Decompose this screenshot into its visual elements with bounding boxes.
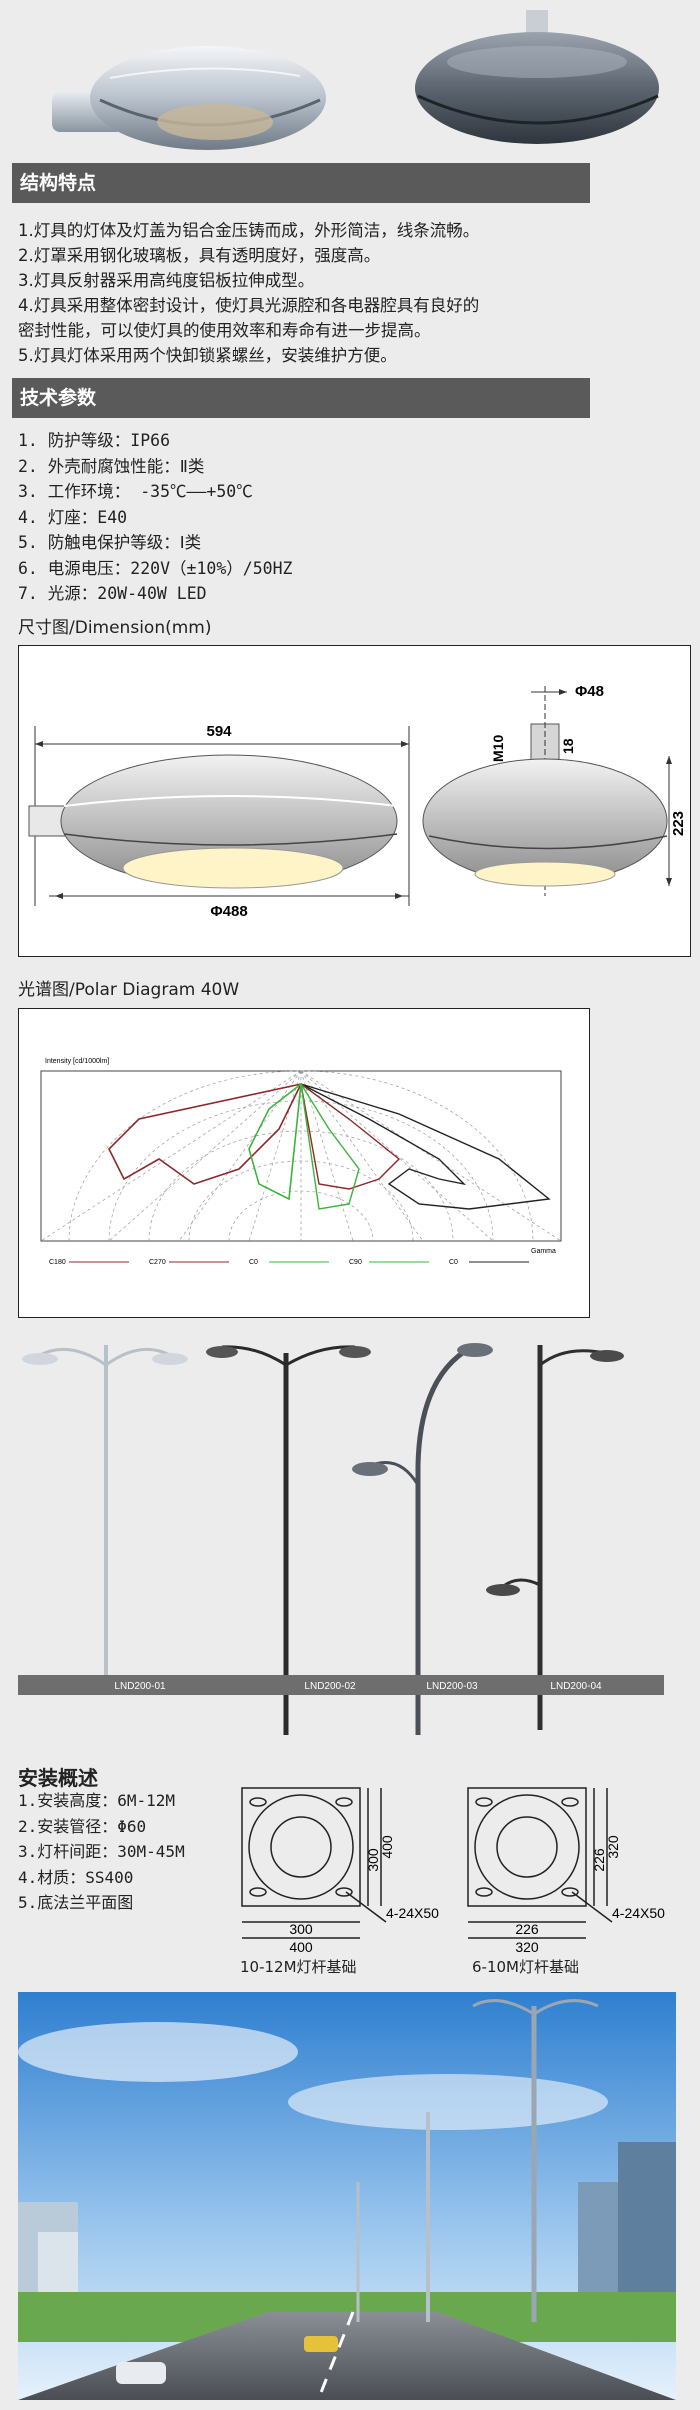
pole-model-01: LND200-01 [114,1681,166,1692]
base2-w-inner: 226 [515,1921,539,1937]
base2-h-inner: 226 [591,1848,607,1872]
features-title: 结构特点 [20,172,97,194]
features-item: 5.灯具灯体采用两个快卸锁紧螺丝，安装维护方便。 [18,346,397,365]
base1-label: 10-12M灯杆基础 [240,1958,357,1976]
base2-bolt: 4-24X50 [612,1905,665,1921]
base1-w-inner: 300 [289,1921,313,1937]
base-plan-6-10m: 226 320 226 320 4-24X50 [467,1787,665,1954]
section-header-features: 结构特点 [12,163,590,203]
dim-label-223: 223 [670,811,687,836]
features-item: 3.灯具反射器采用高纯度铝板拉伸成型。 [18,271,315,290]
install-title: 安装概述 [18,1766,98,1790]
install-item: 4.材质：SS400 [18,1867,134,1887]
base1-h-outer: 400 [379,1835,395,1859]
dim-label-18: 18 [560,738,576,754]
polar-legend-c90: C90 [349,1259,362,1266]
base2-label: 6-10M灯杆基础 [472,1958,579,1976]
features-item: 4.灯具采用整体密封设计，使灯具光源腔和各电器腔具有良好的 [18,296,480,315]
install-item: 2.安装管径：Φ60 [18,1816,147,1836]
install-item: 1.安装高度：6M-12M [18,1791,176,1810]
street-lamp-photo [52,10,659,150]
install-item: 3.灯杆间距：30M-45M [18,1842,185,1861]
base-plan-10-12m: 300 400 300 400 4-24X50 [241,1787,439,1954]
dim-label-594: 594 [206,723,232,740]
polar-legend-c0-2: C0 [449,1259,458,1266]
params-item: 3. 工作环境： -35℃——+50℃ [18,482,253,501]
polar-intensity-label: Intensity [cd/1000lm] [45,1058,109,1065]
pole-model-02: LND200-02 [304,1681,356,1692]
polar-svg: Intensity [cd/1000lm] C180 C270 [40,1058,562,1266]
params-item: 1. 防护等级：IP66 [18,431,171,450]
product-photos [0,0,700,160]
dimension-caption: 尺寸图/Dimension(mm) [18,618,212,638]
params-item: 2. 外壳耐腐蚀性能：Ⅱ类 [18,456,205,476]
polar-legend-c270: C270 [149,1259,166,1266]
dimension-svg: 594 Φ488 Φ48 M10 18 223 [28,683,687,920]
poles-svg: LND200-01 LND200-02 LND200-03 LND200-04 [18,1343,664,1735]
dim-label-m10: M10 [490,735,506,762]
poles-illustration: LND200-01 LND200-02 LND200-03 LND200-04 [0,1335,700,1745]
polar-caption: 光谱图/Polar Diagram 40W [18,980,240,1000]
install-item: 5.底法兰平面图 [18,1893,134,1912]
base1-w-outer: 400 [289,1939,313,1954]
base1-h-inner: 300 [365,1848,381,1872]
features-item: 密封性能，可以使灯具的使用效率和寿命有进一步提高。 [18,321,431,340]
params-item: 6. 电源电压：220V（±10%）/50HZ [18,558,293,578]
polar-legend-c180: C180 [49,1259,66,1266]
city-road-illustration [18,1992,676,2400]
dim-label-48: Φ48 [575,683,604,700]
params-item: 7. 光源：20W-40W LED [18,584,207,603]
base2-h-outer: 320 [605,1835,621,1859]
base1-bolt: 4-24X50 [386,1905,439,1921]
features-item: 2.灯罩采用钢化玻璃板，具有透明度好，强度高。 [18,246,381,265]
dim-label-488: Φ488 [210,903,247,920]
features-item: 1.灯具的灯体及灯盖为铝合金压铸而成，外形简洁，线条流畅。 [18,221,480,240]
base2-w-outer: 320 [515,1939,539,1954]
params-title: 技术参数 [20,387,97,409]
params-item: 4. 灯座：E40 [18,507,128,527]
city-road-photo [18,1992,676,2400]
polar-gamma-label: Gamma [531,1248,556,1255]
pole-model-04: LND200-04 [550,1681,602,1692]
install-list: 1.安装高度：6M-12M 2.安装管径：Φ60 3.灯杆间距：30M-45M … [18,1788,248,1916]
params-list: 1. 防护等级：IP66 2. 外壳耐腐蚀性能：Ⅱ类 3. 工作环境： -35℃… [18,428,498,607]
features-list: 1.灯具的灯体及灯盖为铝合金压铸而成，外形简洁，线条流畅。 2.灯罩采用钢化玻璃… [18,218,658,368]
polar-legend-c0: C0 [249,1259,258,1266]
polar-diagram: Intensity [cd/1000lm] C180 C270 [18,1008,590,1318]
dimension-drawing: 594 Φ488 Φ48 M10 18 223 [18,645,691,957]
pole-model-03: LND200-03 [426,1681,478,1692]
section-header-params: 技术参数 [12,378,590,418]
params-item: 5. 防触电保护等级：Ⅰ类 [18,533,202,552]
